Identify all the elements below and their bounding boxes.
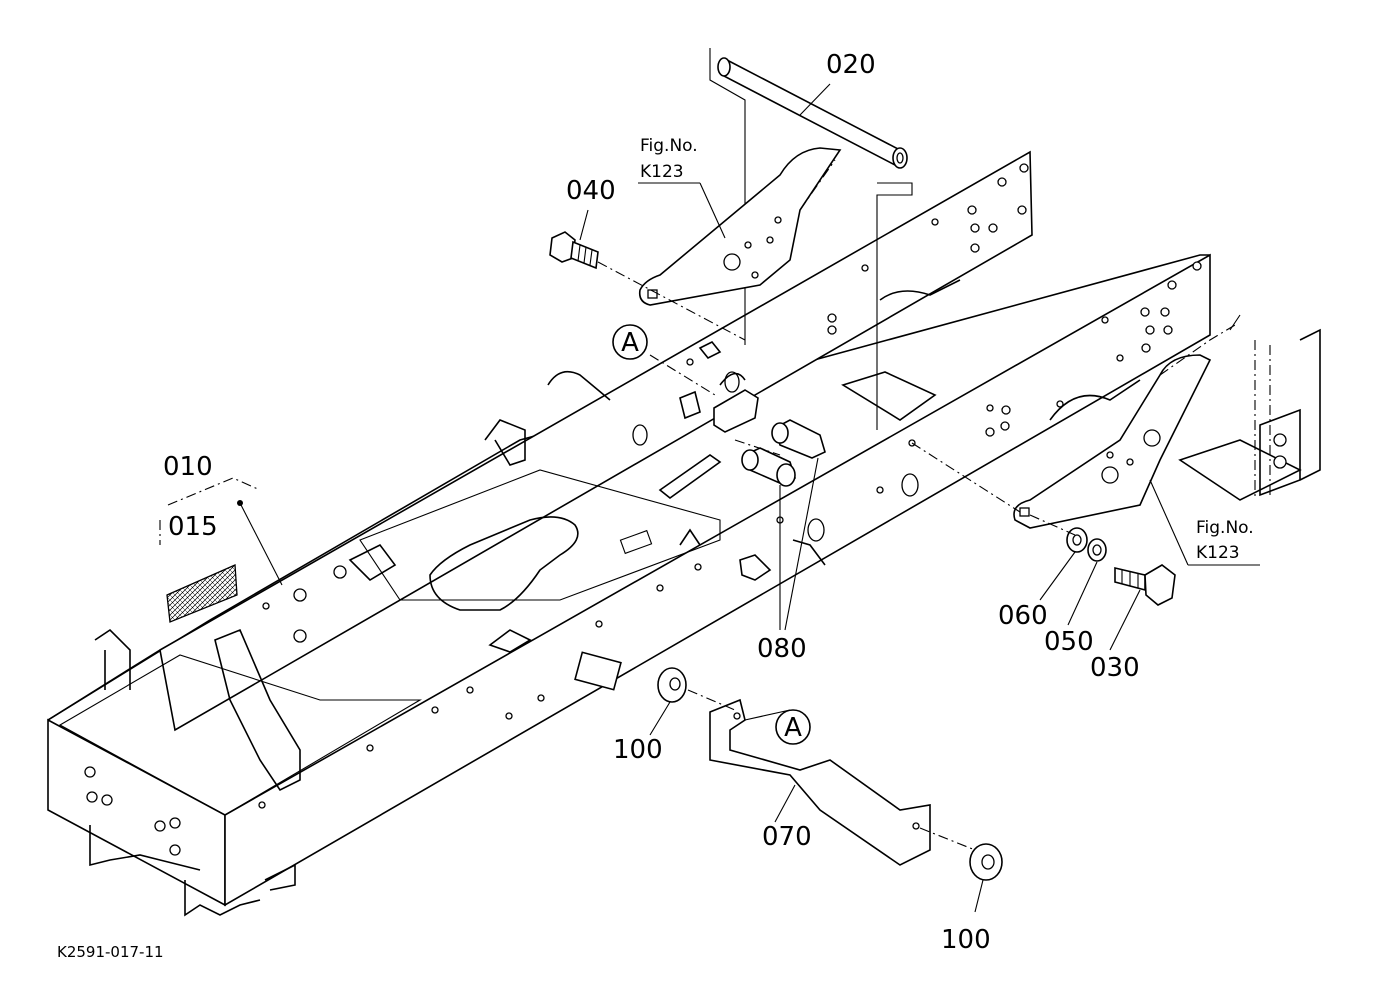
- frame-floor-cutout: [429, 516, 579, 611]
- label-080: 080: [757, 634, 807, 664]
- nut-100-lower: [919, 827, 1003, 881]
- callout-a-lower: A: [775, 709, 811, 745]
- studs-080: [741, 419, 826, 631]
- part-labels: 010 015 020 030 040 050 060 070 080 100 …: [163, 50, 1140, 955]
- callout-a-upper: A: [612, 324, 648, 360]
- frame-right-rail: [224, 253, 1211, 907]
- leader-lines: [239, 182, 1260, 913]
- label-070: 070: [762, 822, 812, 852]
- rail-bracket-rear: [841, 371, 937, 421]
- label-100-lower: 100: [941, 925, 991, 955]
- arm-plate-upper: [638, 147, 842, 306]
- bolt-030: [1114, 564, 1176, 606]
- fig-ref-upper-number: K123: [640, 162, 684, 182]
- rail-holes: [258, 261, 1202, 809]
- label-050: 050: [1044, 627, 1094, 657]
- washer-060: [1066, 527, 1088, 553]
- rail-bracket-lower: [739, 554, 772, 581]
- front-bracket-left: [94, 628, 131, 690]
- fig-ref-lower-number: K123: [1196, 543, 1240, 563]
- label-030: 030: [1090, 653, 1140, 683]
- callout-a-lower-text: A: [784, 713, 802, 743]
- frame-floor-plate: [359, 469, 721, 601]
- fig-ref-lower-title: Fig.No.: [1196, 518, 1254, 538]
- rear-support-bracket: [1178, 314, 1321, 501]
- rail-bracket-mid: [348, 543, 397, 582]
- callout-a-upper-text: A: [621, 328, 639, 358]
- fig-ref-upper-title: Fig.No.: [640, 136, 698, 156]
- label-040: 040: [566, 176, 616, 206]
- nut-100-upper: [657, 667, 736, 711]
- frame-front-face: [47, 718, 226, 907]
- figure-refs: Fig.No. K123 Fig.No. K123: [640, 136, 1254, 563]
- main-frame: [47, 150, 1211, 917]
- label-060: 060: [998, 601, 1048, 631]
- pedal-arm: [214, 628, 301, 792]
- washer-050: [1087, 538, 1107, 562]
- label-010: 010: [163, 452, 213, 482]
- drawing-code: K2591-017-11: [57, 943, 164, 961]
- rail-bracket-upper: [484, 419, 526, 466]
- bracket-070: [709, 698, 931, 866]
- frame-left-rail: [159, 150, 1033, 732]
- label-020: 020: [826, 50, 876, 80]
- bolt-040: [549, 231, 746, 341]
- label-100-upper: 100: [613, 735, 663, 765]
- label-015: 015: [168, 512, 218, 542]
- rail-block: [574, 651, 622, 691]
- clamp-detail-a: [649, 340, 781, 456]
